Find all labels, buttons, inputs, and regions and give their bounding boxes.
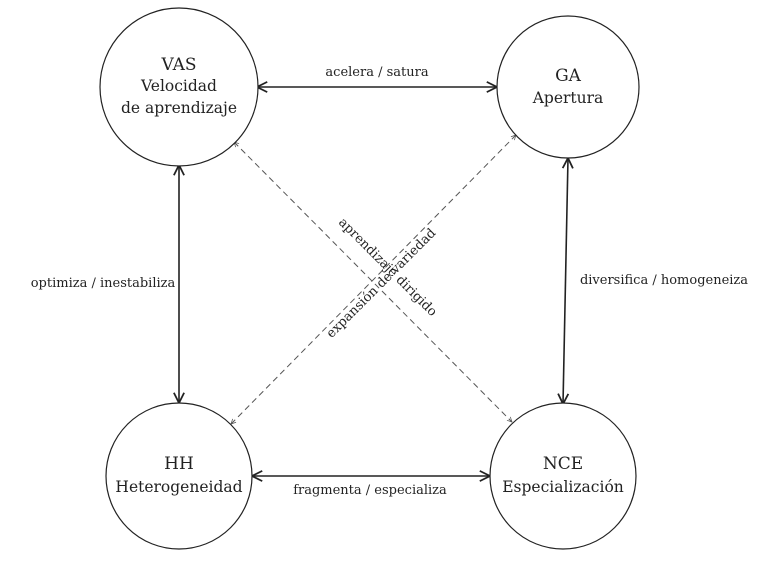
edge-ga-nce (563, 158, 568, 404)
node-ga-line1: Apertura (532, 89, 604, 107)
node-hh: HH Heterogeneidad (105, 402, 253, 550)
node-vas-line1: Velocidad (140, 77, 217, 95)
node-ga: GA Apertura (496, 15, 640, 159)
edge-hh-ga (231, 135, 516, 424)
edge-label-hh-nce: fragmenta / especializa (293, 483, 447, 498)
node-nce-abbr: NCE (543, 454, 583, 474)
node-nce: NCE Especialización (489, 402, 637, 550)
node-nce-line1: Especialización (502, 478, 624, 496)
node-hh-abbr: HH (164, 454, 194, 474)
node-vas-abbr: VAS (160, 55, 196, 75)
edge-label-vas-hh: optimiza / inestabiliza (31, 276, 176, 291)
edge-label-hh-ga: expansión de variedad (324, 226, 440, 342)
node-hh-line1: Heterogeneidad (115, 478, 242, 496)
edge-label-vas-ga: acelera / satura (325, 65, 428, 80)
edge-label-ga-nce: diversifica / homogeneiza (580, 273, 748, 288)
node-vas-line2: de aprendizaje (121, 99, 237, 117)
node-ga-abbr: GA (555, 66, 582, 86)
node-vas: VAS Velocidad de aprendizaje (99, 7, 259, 167)
